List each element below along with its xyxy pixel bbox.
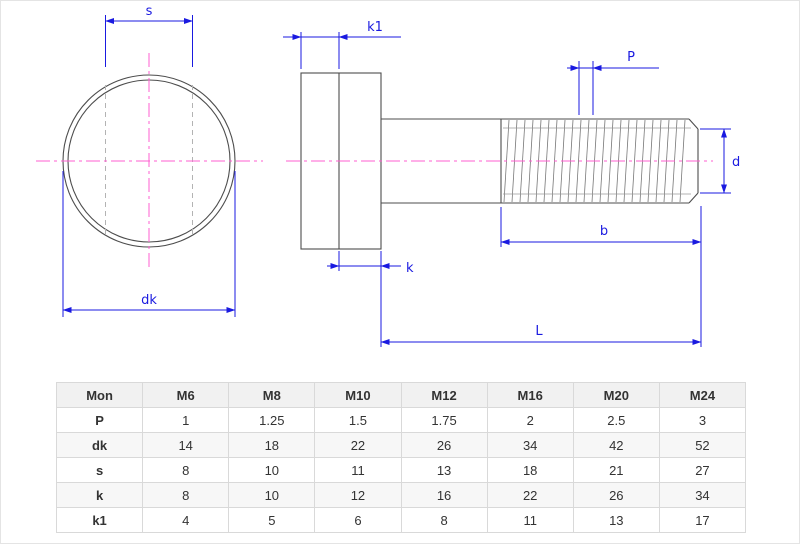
table-cell: 22: [486, 482, 574, 508]
row-label: k: [55, 482, 144, 508]
table-cell: 18: [228, 432, 316, 458]
technical-drawing: s dk: [36, 4, 740, 347]
table-row: k 8 10 12 16 22 26 34: [55, 482, 747, 508]
table-header-cell: M10: [314, 382, 402, 408]
table-header-cell: M24: [658, 382, 747, 408]
table-header-cell: M6: [142, 382, 230, 408]
spec-table: Mon M6 M8 M10 M12 M16 M20 M24 P 1 1.25 1…: [55, 382, 747, 533]
dimension-b: b: [500, 206, 702, 347]
table-row: k1 4 5 6 8 11 13 17: [55, 507, 747, 533]
table-cell: 17: [658, 507, 747, 533]
table-cell: 18: [486, 457, 574, 483]
row-label: P: [55, 407, 144, 433]
table-header-cell: Mon: [55, 382, 144, 408]
dimension-label-k: k: [406, 261, 414, 276]
table-cell: 34: [658, 482, 747, 508]
table-header-cell: M20: [572, 382, 660, 408]
table-cell: 14: [142, 432, 230, 458]
table-cell: 42: [572, 432, 660, 458]
dimension-label-p: P: [627, 50, 635, 65]
dimension-label-b: b: [600, 224, 608, 239]
dimension-dk: dk: [62, 171, 236, 317]
dimension-l: L: [380, 251, 702, 347]
table-cell: 1: [142, 407, 230, 433]
dimension-s: s: [105, 4, 193, 67]
table-cell: 3: [658, 407, 747, 433]
table-row: s 8 10 11 13 18 21 27: [55, 457, 747, 483]
table-cell: 6: [314, 507, 402, 533]
table-row: dk 14 18 22 26 34 42 52: [55, 432, 747, 458]
tip-chamfer-top: [688, 118, 699, 130]
dimension-label-k1: k1: [367, 20, 383, 35]
table-cell: 16: [400, 482, 488, 508]
dimension-label-s: s: [146, 4, 153, 19]
table-cell: 26: [400, 432, 488, 458]
dimension-k1: k1: [283, 20, 401, 69]
dimension-label-dk: dk: [141, 293, 157, 308]
dimension-p: P: [567, 50, 659, 115]
dimension-label-l: L: [535, 324, 543, 339]
tip-chamfer-bottom: [688, 192, 699, 204]
table-cell: 34: [486, 432, 574, 458]
row-label: k1: [55, 507, 144, 533]
table-cell: 21: [572, 457, 660, 483]
table-cell: 22: [314, 432, 402, 458]
table-header-row: Mon M6 M8 M10 M12 M16 M20 M24: [55, 382, 747, 408]
dimension-label-d: d: [732, 155, 740, 170]
table-cell: 2.5: [572, 407, 660, 433]
table-cell: 10: [228, 457, 316, 483]
side-view: k1 P d: [283, 20, 740, 347]
row-label: s: [55, 457, 144, 483]
table-cell: 8: [142, 457, 230, 483]
end-view: s dk: [36, 4, 263, 317]
table-header-cell: M8: [228, 382, 316, 408]
table-cell: 13: [400, 457, 488, 483]
table-cell: 11: [486, 507, 574, 533]
table-cell: 4: [142, 507, 230, 533]
table-cell: 26: [572, 482, 660, 508]
table-header-cell: M16: [486, 382, 574, 408]
table-cell: 52: [658, 432, 747, 458]
table-cell: 5: [228, 507, 316, 533]
table-row: P 1 1.25 1.5 1.75 2 2.5 3: [55, 407, 747, 433]
table-header-cell: M12: [400, 382, 488, 408]
dimension-d: d: [700, 128, 740, 194]
table-cell: 2: [486, 407, 574, 433]
table-cell: 1.5: [314, 407, 402, 433]
table-cell: 11: [314, 457, 402, 483]
table-cell: 1.75: [400, 407, 488, 433]
table-cell: 10: [228, 482, 316, 508]
table-cell: 13: [572, 507, 660, 533]
table-cell: 27: [658, 457, 747, 483]
dimension-k: k: [327, 251, 414, 276]
table-cell: 1.25: [228, 407, 316, 433]
table-cell: 8: [400, 507, 488, 533]
table-cell: 8: [142, 482, 230, 508]
table-cell: 12: [314, 482, 402, 508]
row-label: dk: [55, 432, 144, 458]
